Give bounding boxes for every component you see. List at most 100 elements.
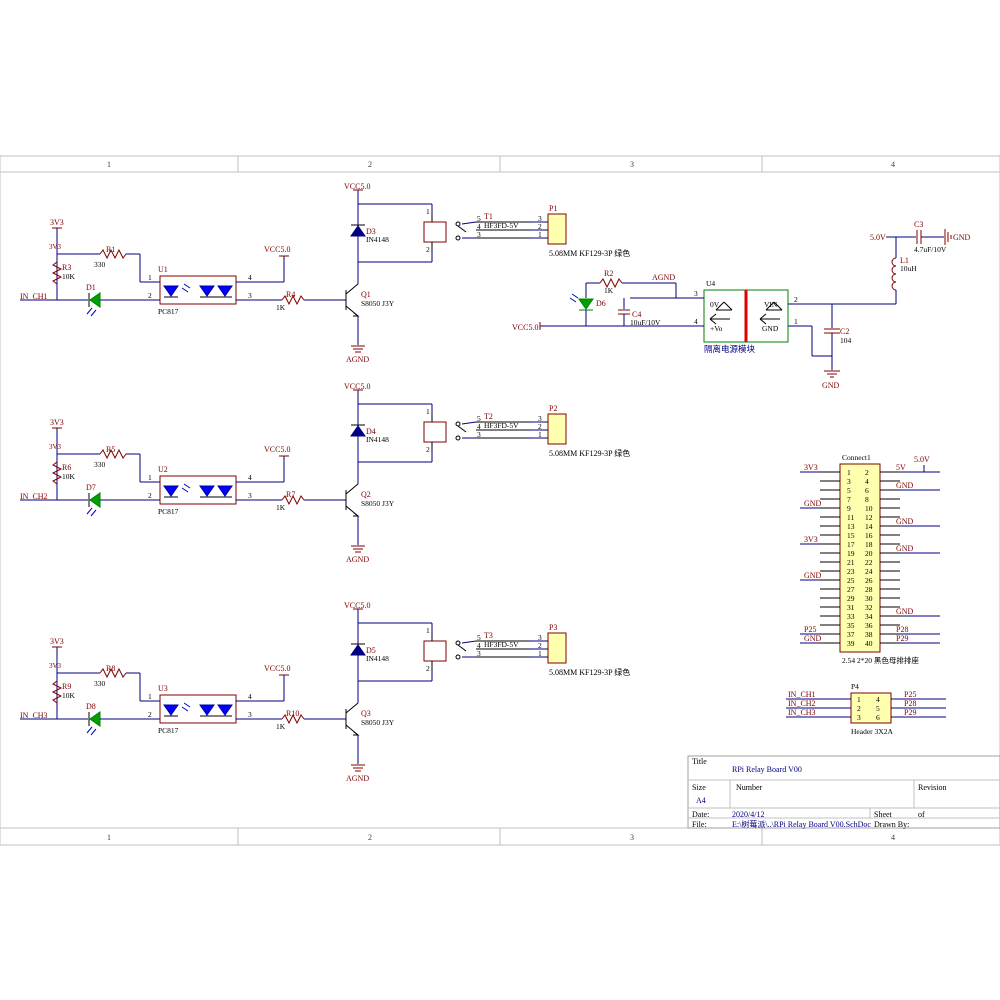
size-value: A4	[696, 796, 706, 805]
header-right-net: GND	[896, 517, 914, 526]
led-ref: D7	[86, 483, 96, 492]
conn-ref: P1	[549, 204, 557, 213]
header-pin-number: 5	[847, 486, 851, 495]
zone-label: 2	[368, 160, 372, 169]
relay-pin: 4	[477, 641, 481, 650]
relay-ref: T2	[484, 412, 493, 421]
flyback-diode	[350, 644, 366, 656]
header-pin-number: 38	[865, 630, 873, 639]
sheet-label: Sheet	[874, 810, 893, 819]
relay-pin: 5	[477, 414, 481, 423]
led-light-icon	[86, 307, 97, 317]
header-pin-number: 33	[847, 612, 855, 621]
date-value: 2020/4/12	[732, 810, 764, 819]
conn-pin: 1	[538, 230, 542, 239]
sheet-border	[0, 155, 1000, 846]
header-pin-number: 2	[865, 468, 869, 477]
zone-ruler-bottom: 1 2 3 4	[107, 828, 895, 845]
agnd-symbol-icon	[351, 545, 365, 553]
relay-pin: 1	[426, 207, 430, 216]
header-pin-number: 3	[847, 477, 851, 486]
header-pin-number: 26	[865, 576, 873, 585]
terminal-block-body	[547, 213, 567, 245]
v50-label: 5.0V	[914, 455, 930, 464]
agnd-symbol-icon	[351, 345, 365, 353]
conn-pin: 2	[538, 422, 542, 431]
u4-pin-gnd: GND	[762, 324, 779, 333]
terminal-block-body	[547, 413, 567, 445]
header-pin-number: 19	[847, 549, 855, 558]
zone-label: 4	[891, 833, 895, 842]
flyback-diode	[350, 225, 366, 237]
conn-pin: 3	[538, 633, 542, 642]
header-pin-number: 17	[847, 540, 855, 549]
opto-transistor-icon	[199, 704, 233, 716]
supply-label: 3V3	[49, 443, 62, 451]
header-pin-number: 7	[847, 495, 851, 504]
file-value: E:\树莓派\..\RPi Relay Board V00.SchDoc	[732, 819, 871, 829]
u4-arrow-icon	[709, 313, 730, 325]
conn-pin: 1	[538, 430, 542, 439]
zone-label: 1	[107, 160, 111, 169]
u4-pin-vo: +Vo	[710, 324, 723, 333]
zone-label: 3	[630, 160, 634, 169]
diode-ref: D3	[366, 227, 376, 236]
agnd-label: AGND	[652, 273, 675, 282]
header-pin-number: 1	[847, 468, 851, 477]
header-pin-number: 15	[847, 531, 855, 540]
q-part: S8050 J3Y	[361, 499, 395, 508]
connect1-part: 2.54 2*20 黑色母排排座	[842, 655, 919, 665]
l1-inductor	[891, 257, 897, 291]
supply-label: 3V3	[50, 418, 64, 427]
header-pin-number: 27	[847, 585, 855, 594]
relay-part: HF3FD-5V	[484, 421, 519, 430]
input-pull-resistor	[51, 461, 63, 485]
u4-pin1: 1	[794, 317, 798, 326]
rb-value: 1K	[276, 503, 286, 512]
led-ref: D8	[86, 702, 96, 711]
opto-led-icon	[163, 485, 179, 497]
l1-ref: L1	[900, 256, 909, 265]
header-pin-number: 3	[857, 713, 861, 722]
header-pin-number: 14	[865, 522, 873, 531]
input-pull-resistor	[51, 261, 63, 285]
rs-ref: R8	[106, 664, 115, 673]
input-net-label: IN_CH1	[20, 292, 48, 301]
header-right-net: 5V	[896, 463, 906, 472]
header-pin-number: 35	[847, 621, 855, 630]
gnd-symbol-icon	[944, 229, 952, 245]
d6-ref: D6	[596, 299, 606, 308]
header-pin-number: 6	[865, 486, 869, 495]
supply-label: 3V3	[50, 218, 64, 227]
header-right-net: P29	[904, 708, 916, 717]
header-pin-number: 36	[865, 621, 873, 630]
opto-pin: 3	[248, 291, 252, 300]
opto-part: PC817	[158, 307, 179, 316]
header-left-net: GND	[804, 499, 822, 508]
opto-part: PC817	[158, 507, 179, 516]
header-right-net: GND	[896, 544, 914, 553]
relay-pin: 3	[477, 230, 481, 239]
header-right-net: GND	[896, 607, 914, 616]
vcc-net-label: VCC5.0	[512, 323, 538, 332]
opto-pin: 3	[248, 710, 252, 719]
q-ref: Q3	[361, 709, 371, 718]
u4-pin2: 2	[794, 295, 798, 304]
c3-value: 4.7uF/10V	[914, 245, 947, 254]
header-pin-number: 10	[865, 504, 873, 513]
r2-ref: R2	[604, 269, 613, 278]
rb-value: 1K	[276, 303, 286, 312]
header-right-net: P29	[896, 634, 908, 643]
conn-pin: 3	[538, 214, 542, 223]
header-pin-number: 32	[865, 603, 873, 612]
header-pin-number: 28	[865, 585, 873, 594]
p4-body	[850, 692, 892, 724]
opto-pin: 2	[148, 491, 152, 500]
u4-pin4: 4	[694, 317, 698, 326]
header-pin-number: 9	[847, 504, 851, 513]
header-pin-number: 37	[847, 630, 855, 639]
led-light-icon	[569, 293, 579, 303]
